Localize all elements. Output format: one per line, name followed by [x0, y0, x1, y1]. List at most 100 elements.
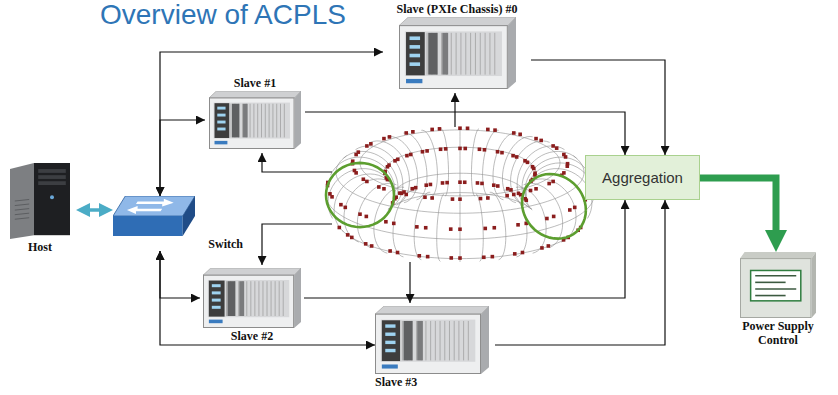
- slot-line: [283, 281, 284, 316]
- controller-port: [217, 107, 225, 110]
- coil-marker: [415, 225, 419, 229]
- torus-wire: [360, 130, 560, 196]
- chassis-top: [399, 17, 516, 26]
- coil-marker: [451, 197, 455, 201]
- switch-side: [183, 196, 195, 236]
- coil-marker: [568, 208, 572, 212]
- slot-line: [271, 281, 272, 316]
- connector-arrow: [160, 52, 383, 196]
- controller-port: [217, 121, 225, 124]
- coil-marker: [511, 154, 515, 158]
- coil-marker: [463, 147, 467, 151]
- coil-marker: [539, 139, 543, 143]
- slot-line: [258, 281, 259, 316]
- slot-line: [474, 33, 475, 75]
- chassis-top: [203, 268, 301, 275]
- coil-marker: [405, 154, 409, 158]
- switch-top: [113, 196, 195, 216]
- coil-marker: [404, 131, 408, 135]
- device-label: Slave (PXIe Chassis) #0: [383, 2, 531, 16]
- torus-wire: [587, 203, 591, 219]
- controller-port: [385, 324, 395, 327]
- coil-marker: [402, 190, 406, 194]
- slot-line: [272, 104, 273, 138]
- chassis-front: [399, 26, 507, 89]
- connector-arrow: [495, 200, 665, 345]
- slot-line: [402, 321, 403, 360]
- module: [428, 33, 437, 75]
- device-node: Slave #3: [375, 306, 495, 389]
- coil-marker: [350, 236, 354, 240]
- torus-wire: [502, 136, 532, 202]
- coil-marker: [545, 217, 549, 221]
- power-supply-icon: [740, 252, 816, 318]
- chassis-side: [481, 306, 489, 374]
- controller-port: [212, 291, 221, 294]
- coil-marker: [482, 255, 486, 259]
- chassis-front: [210, 98, 295, 149]
- coil-marker: [338, 226, 342, 230]
- box-label: Aggregation: [602, 169, 683, 186]
- slot-line: [254, 281, 255, 316]
- network-switch-icon: [113, 196, 195, 236]
- coil-marker: [506, 187, 510, 191]
- controller-port: [212, 306, 221, 309]
- sensor-arrow: [454, 93, 455, 127]
- vent-line: [15, 204, 29, 206]
- coil-marker: [365, 180, 369, 184]
- coil-marker: [384, 220, 388, 224]
- sensor-arrow: [262, 224, 332, 265]
- coil-marker: [425, 149, 429, 153]
- coil-marker: [410, 187, 414, 191]
- coil-marker: [458, 147, 462, 151]
- coil-marker: [357, 150, 361, 154]
- slide-title: Overview of ACPLS: [100, 0, 346, 31]
- coil-marker: [377, 185, 381, 189]
- coil-marker: [534, 137, 538, 141]
- coil-marker: [414, 186, 418, 190]
- coil-marker: [512, 193, 516, 197]
- slot-line: [275, 281, 276, 316]
- chassis-side: [507, 17, 515, 89]
- coil-marker: [458, 126, 462, 130]
- slot-line: [440, 321, 441, 360]
- chassis-bay: [404, 31, 501, 76]
- module: [442, 33, 448, 75]
- coil-marker: [438, 127, 442, 131]
- drive-bay: [38, 175, 66, 179]
- controller-module: [209, 281, 225, 317]
- vent-line: [15, 209, 29, 211]
- coil-marker: [483, 148, 487, 152]
- slot-line: [262, 281, 263, 316]
- coil-marker: [551, 180, 555, 184]
- slot-line: [465, 33, 466, 75]
- slot-line: [253, 104, 254, 138]
- coil-marker: [532, 167, 536, 171]
- slot-line: [444, 321, 445, 360]
- slot-line: [250, 104, 251, 138]
- device-label: Host: [4, 240, 76, 254]
- torus-wire: [471, 129, 478, 197]
- switch-arrow: [136, 199, 174, 207]
- torus-wire: [326, 163, 394, 199]
- connector-arrow: [700, 178, 776, 239]
- torus-wire: [384, 147, 536, 182]
- coil-marker: [424, 226, 428, 230]
- chassis-side: [294, 268, 301, 328]
- coil-marker: [486, 196, 490, 200]
- coil-marker: [449, 256, 453, 260]
- torus-wire: [388, 193, 532, 210]
- slot-line: [449, 321, 450, 360]
- coil-marker: [526, 161, 530, 165]
- connector-arrow: [305, 112, 625, 155]
- torus-wire: [326, 193, 594, 240]
- coil-marker: [365, 215, 369, 219]
- torus-wire: [334, 174, 389, 210]
- slot-line: [250, 281, 251, 316]
- torus-wire: [414, 192, 430, 236]
- coil-marker: [382, 137, 386, 141]
- vent-line: [15, 213, 29, 215]
- chassis-side: [295, 91, 301, 149]
- slot-line: [242, 104, 243, 138]
- device-label: Power Supply Control: [733, 319, 823, 347]
